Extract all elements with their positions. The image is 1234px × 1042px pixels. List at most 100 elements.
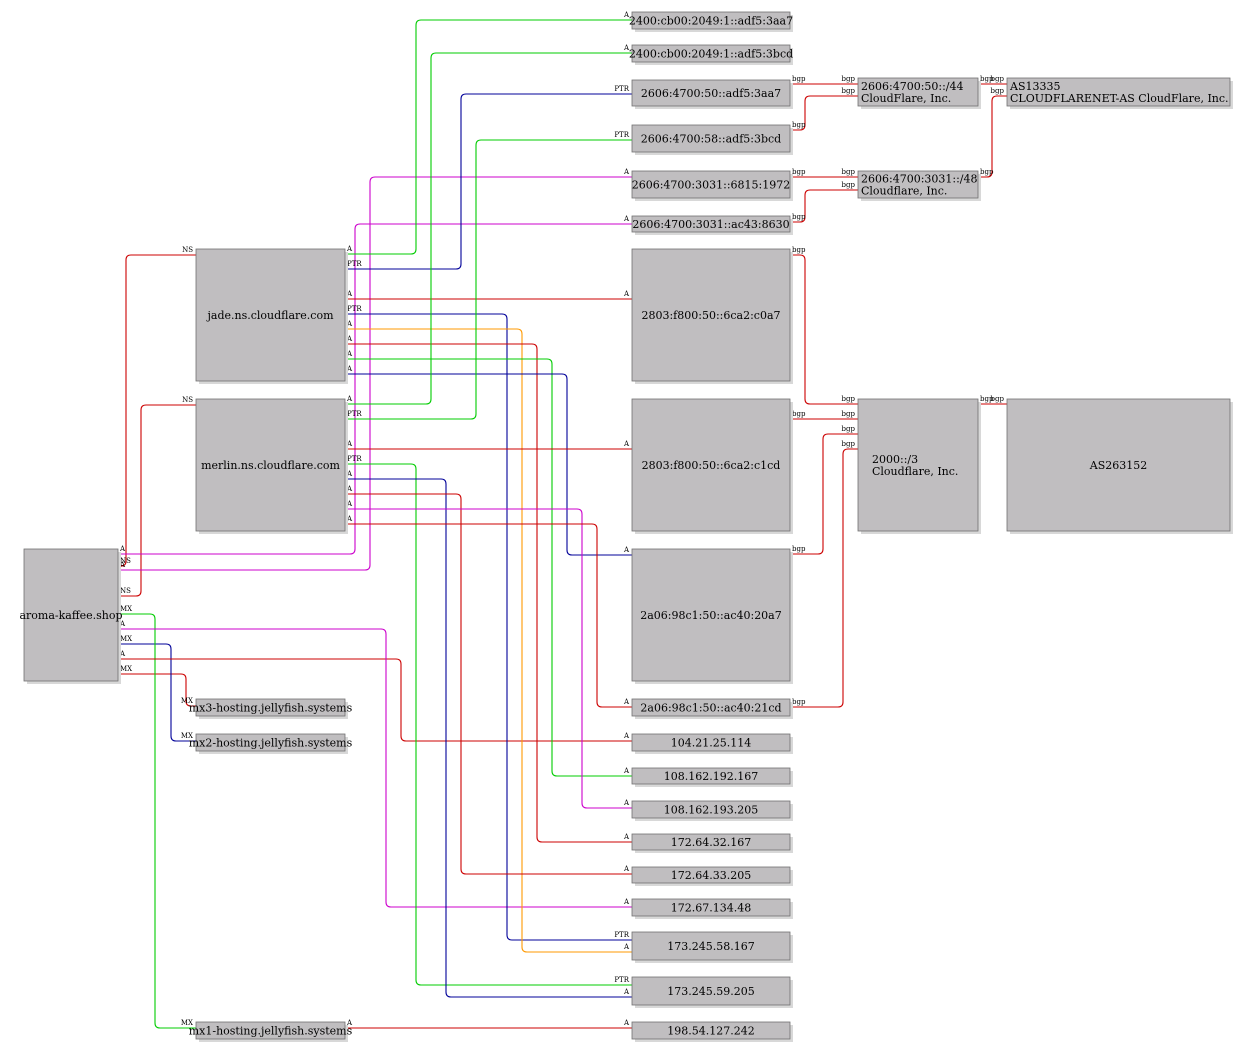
edge-aroma-mx2-mx <box>118 643 196 742</box>
edge-source-label-merlin-v4e-a: A <box>346 485 353 493</box>
node-ip-2606-3031-1972-box <box>631 170 791 199</box>
edge-source-label-merlin-v4h-ptr: PTR <box>347 455 362 463</box>
edge-source-label-jade-v4d-a: A <box>346 335 353 343</box>
node-as13335-label-1: CLOUDFLARENET-AS CloudFlare, Inc. <box>1010 92 1229 105</box>
edge-label-aroma-mx2-mx: MX <box>181 732 193 740</box>
node-mx2-hosting-box <box>195 733 346 752</box>
edge-source-label-v6c-pfx44-bgp: bgp <box>792 75 806 83</box>
edge-label-merlin-v4c-a: A <box>623 799 630 807</box>
edge-source-label-aroma-v6e-a: A <box>119 561 126 569</box>
edge-v6d-pfx44-bgp <box>790 95 858 131</box>
edge-label-aroma-v4a-a: A <box>623 732 630 740</box>
edge-label-aroma-merlin-ns: NS <box>182 396 193 404</box>
node-ip-2606-50-3aa7-box <box>631 79 791 107</box>
edge-label-v6d-pfx44-bgp: bgp <box>842 87 856 95</box>
node-ip-2a06-20a7-box <box>631 548 791 682</box>
edge-merlin-v6b-a <box>345 52 632 405</box>
node-mx2-hosting-label-0: mx2-hosting.jellyfish.systems <box>189 737 353 750</box>
edge-source-label-aroma-v6f-a: A <box>119 545 126 553</box>
edge-label-mx1-v4i-a: A <box>623 1019 630 1027</box>
edge-source-label-merlin-v4h-a: A <box>346 470 353 478</box>
node-ip-108-162-193-205: 108.162.193.205 <box>631 800 793 821</box>
node-ip-173-245-59-205-label-0: 173.245.59.205 <box>667 985 754 998</box>
node-ip-173-245-58-167-label-0: 173.245.58.167 <box>667 940 754 953</box>
node-as263152-label-0: AS263152 <box>1089 459 1147 472</box>
edge-jade-v6c-ptr <box>345 93 632 270</box>
edge-source-label-merlin-v6h-a: A <box>346 440 353 448</box>
edge-label-v6h-pfx3-bgp: bgp <box>842 410 856 418</box>
node-prefix-2000-3-label-1: Cloudflare, Inc. <box>872 465 958 478</box>
edge-v6j-pfx3-bgp <box>790 448 858 708</box>
edge-label-v6i-pfx3-bgp: bgp <box>842 425 856 433</box>
node-ip-172-67-134-48: 172.67.134.48 <box>631 898 793 919</box>
node-as13335-box <box>1006 77 1231 107</box>
edge-source-label-pfx44-as13335-bgp: bgp <box>980 75 994 83</box>
edge-aroma-mx3-mx <box>118 673 196 707</box>
edge-jade-v4d-a <box>345 343 632 843</box>
edge-jade-v4g-a <box>345 328 632 953</box>
edge-source-label-pfx48-as13335-bgp: bgp <box>980 168 994 176</box>
node-ip-2400-3aa7: 2400:cb00:2049:1::adf5:3aa7 <box>629 11 793 32</box>
edge-label-merlin-v4e-a: A <box>623 865 630 873</box>
node-ip-2400-3bcd-label-0: 2400:cb00:2049:1::adf5:3bcd <box>629 48 793 61</box>
node-jade-ns-box <box>195 248 346 382</box>
node-mx3-hosting-box <box>195 698 346 717</box>
node-prefix-2000-3-label-0: 2000::/3 <box>872 453 918 466</box>
edge-jade-v6a-a <box>345 19 632 255</box>
node-ip-173-245-58-167-box <box>631 931 791 961</box>
node-ip-2606-58-3bcd-label-0: 2606:4700:58::adf5:3bcd <box>641 133 781 146</box>
edge-label-jade-v4d-a: A <box>623 833 630 841</box>
edge-label-v6f-pfx48-bgp: bgp <box>842 181 856 189</box>
node-ip-198-54-127-242-label-0: 198.54.127.242 <box>667 1025 754 1038</box>
node-as13335-label-0: AS13335 <box>1009 80 1060 93</box>
edge-v6i-pfx3-bgp <box>790 433 858 555</box>
edge-source-label-v6g-pfx3-bgp: bgp <box>792 246 806 254</box>
edge-label-v6c-pfx44-bgp: bgp <box>842 75 856 83</box>
edge-label-jade-v6c-ptr: PTR <box>614 85 629 93</box>
node-as263152-box <box>1006 398 1231 532</box>
edge-source-label-pfx3-as263152-bgp: bgp <box>980 395 994 403</box>
edge-source-label-aroma-merlin-ns: NS <box>120 587 131 595</box>
node-ip-2400-3bcd-box <box>631 44 791 63</box>
node-ip-198-54-127-242-box <box>631 1021 791 1040</box>
node-ip-2400-3aa7-label-0: 2400:cb00:2049:1::adf5:3aa7 <box>629 15 793 28</box>
node-ip-2803-c0a7-label-0: 2803:f800:50::6ca2:c0a7 <box>641 309 780 322</box>
node-prefix-2000-3-box <box>857 398 979 532</box>
node-ip-2606-3031-8630-label-0: 2606:4700:3031::ac43:8630 <box>632 218 789 231</box>
nodes-layer: aroma-kaffee.shopjade.ns.cloudflare.comm… <box>19 11 1233 1042</box>
edge-aroma-merlin-ns <box>118 404 196 597</box>
edge-v6f-pfx48-bgp <box>790 189 858 223</box>
node-ip-2606-3031-1972-label-0: 2606:4700:3031::6815:1972 <box>632 179 791 192</box>
node-aroma-kaffee-shop-box <box>23 548 119 682</box>
node-ip-172-64-32-167-label-0: 172.64.32.167 <box>671 836 751 849</box>
edge-merlin-v4c-a <box>345 508 632 809</box>
node-ip-173-245-58-167: 173.245.58.167 <box>631 931 793 963</box>
node-ip-2606-3031-8630-box <box>631 215 791 233</box>
node-ip-2a06-21cd-label-0: 2a06:98c1:50::ac40:21cd <box>640 702 781 715</box>
edge-aroma-jade-ns <box>118 254 196 567</box>
edge-source-label-merlin-v6b-a: A <box>346 395 353 403</box>
edge-source-label-jade-v6c-ptr: PTR <box>347 260 362 268</box>
edge-merlin-v4h-ptr <box>345 463 632 986</box>
edge-pfx48-as13335-bgp <box>978 95 1007 178</box>
edge-label-jade-v4g-a: A <box>623 943 630 951</box>
edge-merlin-v4h-a <box>345 478 632 998</box>
node-ip-2a06-20a7-label-0: 2a06:98c1:50::ac40:20a7 <box>640 609 782 622</box>
node-ip-2606-3031-8630: 2606:4700:3031::ac43:8630 <box>631 215 793 235</box>
edge-label-merlin-v6b-a: A <box>623 44 630 52</box>
edge-source-label-aroma-v4f-a: A <box>119 620 126 628</box>
edge-v6g-pfx3-bgp <box>790 254 858 405</box>
node-ip-172-64-33-205-label-0: 172.64.33.205 <box>671 869 751 882</box>
node-ip-2a06-21cd: 2a06:98c1:50::ac40:21cd <box>631 698 793 719</box>
edge-label-aroma-v6f-a: A <box>623 215 630 223</box>
node-merlin-ns-label-0: merlin.ns.cloudflare.com <box>201 459 340 472</box>
edge-source-label-v6j-pfx3-bgp: bgp <box>792 698 806 706</box>
edge-source-label-mx1-v4i-a: A <box>346 1019 353 1027</box>
edge-source-label-aroma-jade-ns: NS <box>120 557 131 565</box>
node-jade-ns: jade.ns.cloudflare.com <box>195 248 348 384</box>
edge-label-aroma-v4f-a: A <box>623 898 630 906</box>
edge-label-jade-v4b-a: A <box>623 767 630 775</box>
